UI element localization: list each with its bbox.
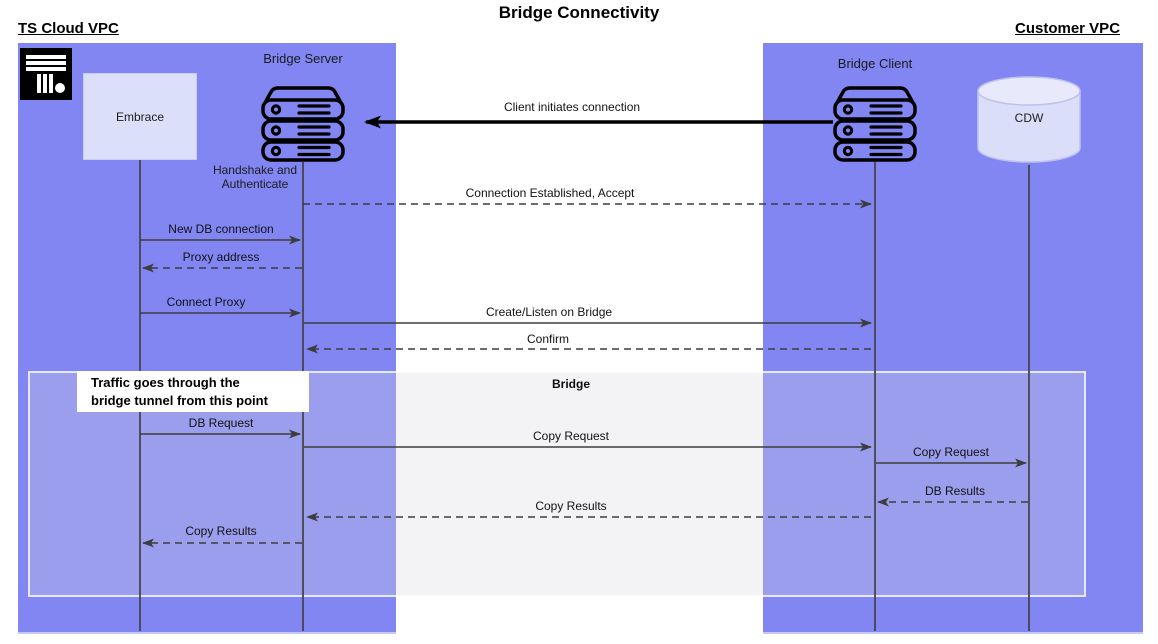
message-label-proxy-address: Proxy address xyxy=(182,250,260,264)
embrace-node: Embrace xyxy=(83,73,197,160)
region-heading-ts-cloud-vpc: TS Cloud VPC xyxy=(18,20,119,37)
traffic-note: Traffic goes through the bridge tunnel f… xyxy=(77,371,309,412)
bridge-server-icon xyxy=(261,86,345,162)
region-heading-customer-vpc: Customer VPC xyxy=(1015,20,1121,37)
message-label-client-initiates: Client initiates connection xyxy=(503,100,641,114)
message-label-connect-proxy: Connect Proxy xyxy=(166,295,246,309)
cdw-database-icon xyxy=(976,75,1082,165)
bridge-client-icon xyxy=(833,86,917,162)
message-label-copy-request-cdw: Copy Request xyxy=(912,445,990,459)
message-label-db-request: DB Request xyxy=(188,416,254,430)
message-label-confirm: Confirm xyxy=(526,332,570,346)
message-label-copy-results-bridge: Copy Results xyxy=(535,499,607,513)
message-label-copy-results-embrace: Copy Results xyxy=(185,524,257,538)
embrace-label: Embrace xyxy=(115,109,165,124)
bridge-client-label: Bridge Client xyxy=(837,56,913,71)
thoughtspot-logo-icon xyxy=(20,48,72,100)
bridge-server-label: Bridge Server xyxy=(263,51,343,66)
message-label-connection-established: Connection Established, Accept xyxy=(465,186,635,200)
message-label-create-listen-on-bridge: Create/Listen on Bridge xyxy=(485,305,613,319)
message-label-copy-request-bridge: Copy Request xyxy=(532,429,610,443)
cdw-label: CDW xyxy=(1014,111,1044,125)
diagram-title: Bridge Connectivity xyxy=(498,3,660,22)
message-label-db-results: DB Results xyxy=(924,484,986,498)
message-label-new-db-connection: New DB connection xyxy=(168,222,274,236)
bridge-box-label: Bridge xyxy=(551,377,591,391)
bridge-server-handshake-label: Handshake and Authenticate xyxy=(212,163,298,191)
